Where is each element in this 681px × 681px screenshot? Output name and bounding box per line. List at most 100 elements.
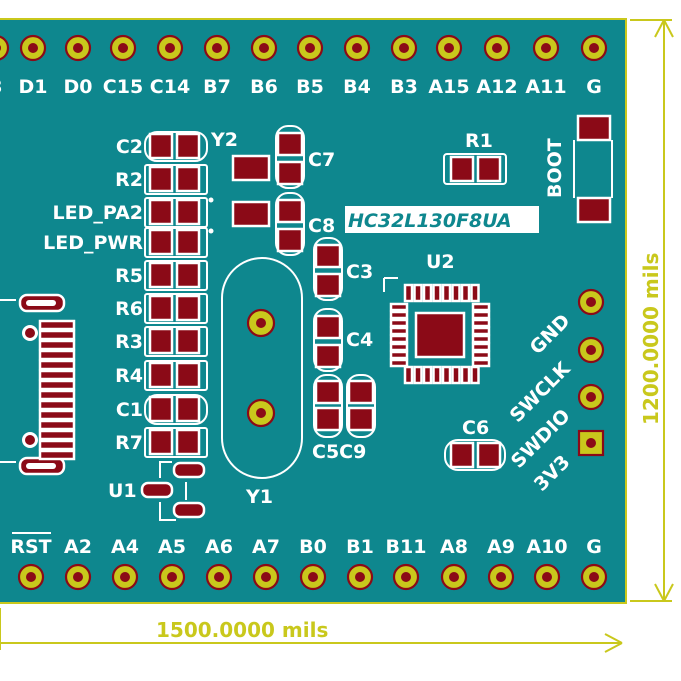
left-component-label: C2 [116, 136, 143, 158]
capacitor-c8 [275, 192, 305, 256]
top-header-labels: 3D1D0C15C14B7B6B5B4B3A15A12A11G [0, 76, 602, 98]
label-c4: C4 [346, 329, 373, 351]
top-pin-label: A11 [525, 76, 566, 98]
left-component: R3 [115, 326, 208, 357]
label-boot: BOOT [544, 138, 566, 198]
capacitor-c6 [444, 439, 506, 471]
top-pin-pad [0, 35, 10, 61]
bottom-pin-label: A4 [111, 536, 139, 558]
top-pin-label: 3 [0, 76, 3, 98]
left-component-label: R4 [115, 365, 143, 387]
label-c6: C6 [462, 417, 489, 439]
top-pin-label: B6 [250, 76, 278, 98]
bottom-pin-label: A10 [526, 536, 567, 558]
top-pin-pad [203, 34, 231, 62]
left-component-label: R7 [115, 432, 143, 454]
capacitor-c4 [313, 308, 343, 372]
bottom-pin-label: G [586, 536, 602, 558]
bottom-pin-pad [158, 563, 186, 591]
chip-label: HC32L130F8UA [348, 210, 512, 232]
capacitor-c3 [313, 237, 343, 301]
left-component-label: LED_PA2 [53, 202, 143, 224]
label-c7: C7 [308, 149, 335, 171]
top-pin-pad [64, 34, 92, 62]
swd-pin-pad [577, 336, 605, 364]
bottom-pin-pad [533, 563, 561, 591]
bottom-pin-pad [487, 563, 515, 591]
bottom-pin-pad [205, 563, 233, 591]
bottom-pin-label: A9 [487, 536, 515, 558]
label-y2: Y2 [210, 129, 238, 151]
label-r1: R1 [465, 130, 493, 152]
chip-u2 [383, 277, 491, 385]
top-pin-label: B7 [203, 76, 231, 98]
bottom-pin-pad [252, 563, 280, 591]
bottom-pin-label: A8 [440, 536, 468, 558]
height-dimension [630, 19, 674, 602]
left-component: C1 [116, 394, 208, 425]
left-component: R7 [115, 427, 208, 458]
label-c3: C3 [346, 261, 373, 283]
bottom-pin-pad [392, 563, 420, 591]
top-pin-label: C14 [150, 76, 190, 98]
crystal-y1 [221, 257, 303, 479]
bottom-pin-pad [17, 563, 45, 591]
top-pin-pad [156, 34, 184, 62]
top-pin-label: D1 [19, 76, 48, 98]
left-component-label: R6 [115, 298, 143, 320]
label-c5c9: C5C9 [312, 441, 366, 463]
top-pin-pad [296, 34, 324, 62]
top-pin-pad [532, 34, 560, 62]
capacitor-c5 [313, 374, 343, 438]
bottom-pin-pad [299, 563, 327, 591]
chip-label-background [345, 206, 539, 233]
top-pin-label: B3 [390, 76, 418, 98]
label-u2: U2 [426, 251, 455, 273]
bottom-pin-pad [64, 563, 92, 591]
top-pin-pad [343, 34, 371, 62]
capacitor-c7 [275, 125, 305, 189]
left-component-label: R2 [115, 169, 143, 191]
left-component-label: C1 [116, 399, 143, 421]
left-component: R4 [115, 360, 208, 391]
left-component: R5 [115, 260, 208, 291]
top-pin-label: B4 [343, 76, 371, 98]
label-c8: C8 [308, 215, 335, 237]
bottom-pin-label: RST [10, 536, 51, 558]
top-pin-label: B5 [296, 76, 324, 98]
capacitor-c9 [346, 374, 376, 438]
top-pin-pad [250, 34, 278, 62]
left-component: LED_PA2 [53, 197, 208, 228]
top-pin-label: C15 [103, 76, 143, 98]
top-header-pads [0, 34, 608, 62]
top-pin-pad [109, 34, 137, 62]
bottom-pin-label: A6 [205, 536, 233, 558]
top-pin-label: A12 [476, 76, 517, 98]
bottom-pin-label: A5 [158, 536, 186, 558]
bottom-pin-label: B1 [346, 536, 374, 558]
regulator-u1 [140, 461, 206, 521]
height-dimension-label: 1200.0000 mils [639, 253, 663, 425]
bottom-pin-label: B11 [386, 536, 427, 558]
pcb-board [0, 20, 625, 602]
usb-connector [0, 293, 76, 476]
left-component: C2 [116, 131, 208, 162]
top-pin-label: D0 [64, 76, 93, 98]
top-pin-label: A15 [428, 76, 469, 98]
bottom-pin-label: B0 [299, 536, 327, 558]
swd-pin-pad [577, 429, 605, 457]
top-pin-pad [19, 34, 47, 62]
top-pin-pad [580, 34, 608, 62]
boot-button [573, 114, 613, 224]
bottom-header-pads [17, 563, 608, 591]
left-component-label: R3 [115, 331, 143, 353]
left-component-label: LED_PWR [43, 232, 143, 254]
top-pin-pad [483, 34, 511, 62]
swd-header-pads [577, 288, 605, 457]
resistor-r1 [443, 153, 507, 185]
left-component: R6 [115, 293, 208, 324]
bottom-pin-label: A2 [64, 536, 92, 558]
bottom-pin-pad [111, 563, 139, 591]
